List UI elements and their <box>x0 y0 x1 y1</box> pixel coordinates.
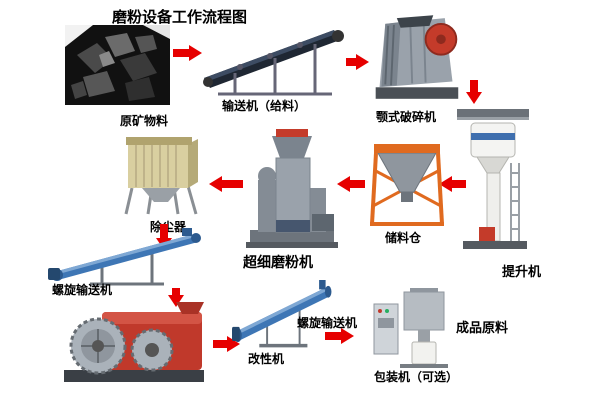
screw-conveyor-1-illustration <box>48 228 208 286</box>
arrow-dustcollector-to-screwconveyor1 <box>160 224 168 238</box>
arrow-rawmaterial-to-conveyor <box>173 49 189 57</box>
screw-conveyor-2-label: 螺旋输送机 <box>297 316 358 330</box>
screw-conveyor-2-illustration <box>232 280 336 348</box>
bucket-elevator-illustration <box>455 103 543 258</box>
modifier-machine-illustration <box>58 300 210 388</box>
feeder-conveyor-illustration <box>200 18 348 96</box>
modifier-machine-label: 改性机 <box>248 352 285 366</box>
arrow-crusher-to-elevator <box>470 80 478 92</box>
storage-silo-illustration <box>368 140 446 228</box>
feeder-conveyor-label: 输送机（给料） <box>222 99 307 113</box>
arrow-screwconveyor2-to-packing <box>325 332 341 340</box>
dust-collector-illustration <box>122 132 206 218</box>
arrow-elevator-to-silo <box>452 180 466 188</box>
page-title: 磨粉设备工作流程图 <box>112 9 248 26</box>
arrow-modifier-to-screwconveyor2 <box>213 340 227 348</box>
arrow-screwconveyor1-to-modifier <box>172 288 180 295</box>
screw-conveyor-1-label: 螺旋输送机 <box>52 283 113 297</box>
jaw-crusher-label: 颚式破碎机 <box>376 110 437 124</box>
arrow-mill-to-dustcollector <box>222 180 243 188</box>
arrow-conveyor-to-crusher <box>346 58 356 66</box>
raw-material-label: 原矿物料 <box>120 114 169 128</box>
raw-material-photo <box>65 25 170 105</box>
grinding-mill-label: 超细磨粉机 <box>243 254 313 270</box>
arrow-silo-to-mill <box>350 180 365 188</box>
storage-silo-label: 储料仓 <box>385 231 422 245</box>
packing-machine-label: 包装机（可选） <box>374 370 459 384</box>
jaw-crusher-illustration <box>368 12 464 104</box>
packing-machine-illustration <box>372 288 450 368</box>
bucket-elevator-label: 提升机 <box>502 264 542 279</box>
dust-collector-label: 除尘器 <box>150 220 187 234</box>
finished-product-label: 成品原料 <box>456 320 509 335</box>
grinding-mill-illustration <box>246 126 338 250</box>
